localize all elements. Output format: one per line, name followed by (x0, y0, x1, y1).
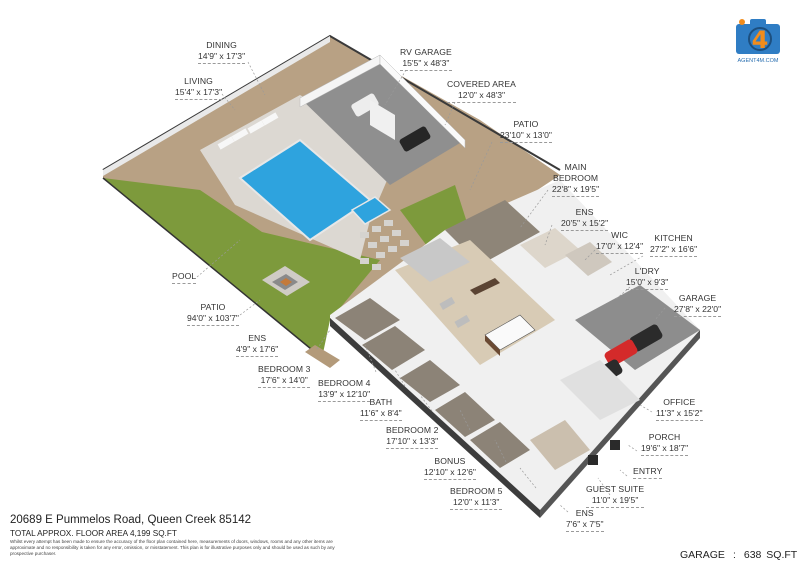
label-pool: POOL (172, 271, 197, 284)
garage-area-value: 638 SQ.FT (743, 549, 798, 561)
camera-logo-icon: 4 (736, 19, 780, 54)
garage-area-label: GARAGE (680, 549, 725, 561)
agent4m-logo: 4 AGENT4M.COM (730, 16, 786, 66)
leader-lines (196, 61, 666, 513)
svg-text:4: 4 (752, 26, 769, 54)
garage-area-summary: GARAGE:638 SQ.FT (680, 549, 797, 561)
pool (238, 138, 392, 242)
property-address: 20689 E Pummelos Road, Queen Creek 85142 (10, 514, 252, 526)
garage-area-separator: : (732, 549, 736, 561)
total-floor-area: TOTAL APPROX. FLOOR AREA 4,199 SQ.FT (10, 529, 177, 538)
paver-stones (360, 220, 409, 270)
logo-text: AGENT4M.COM (737, 58, 779, 64)
label-entry: ENTRY (633, 466, 663, 479)
pool-house (262, 266, 310, 296)
house (330, 180, 700, 518)
disclaimer: Whilst every attempt has been made to en… (10, 539, 335, 556)
